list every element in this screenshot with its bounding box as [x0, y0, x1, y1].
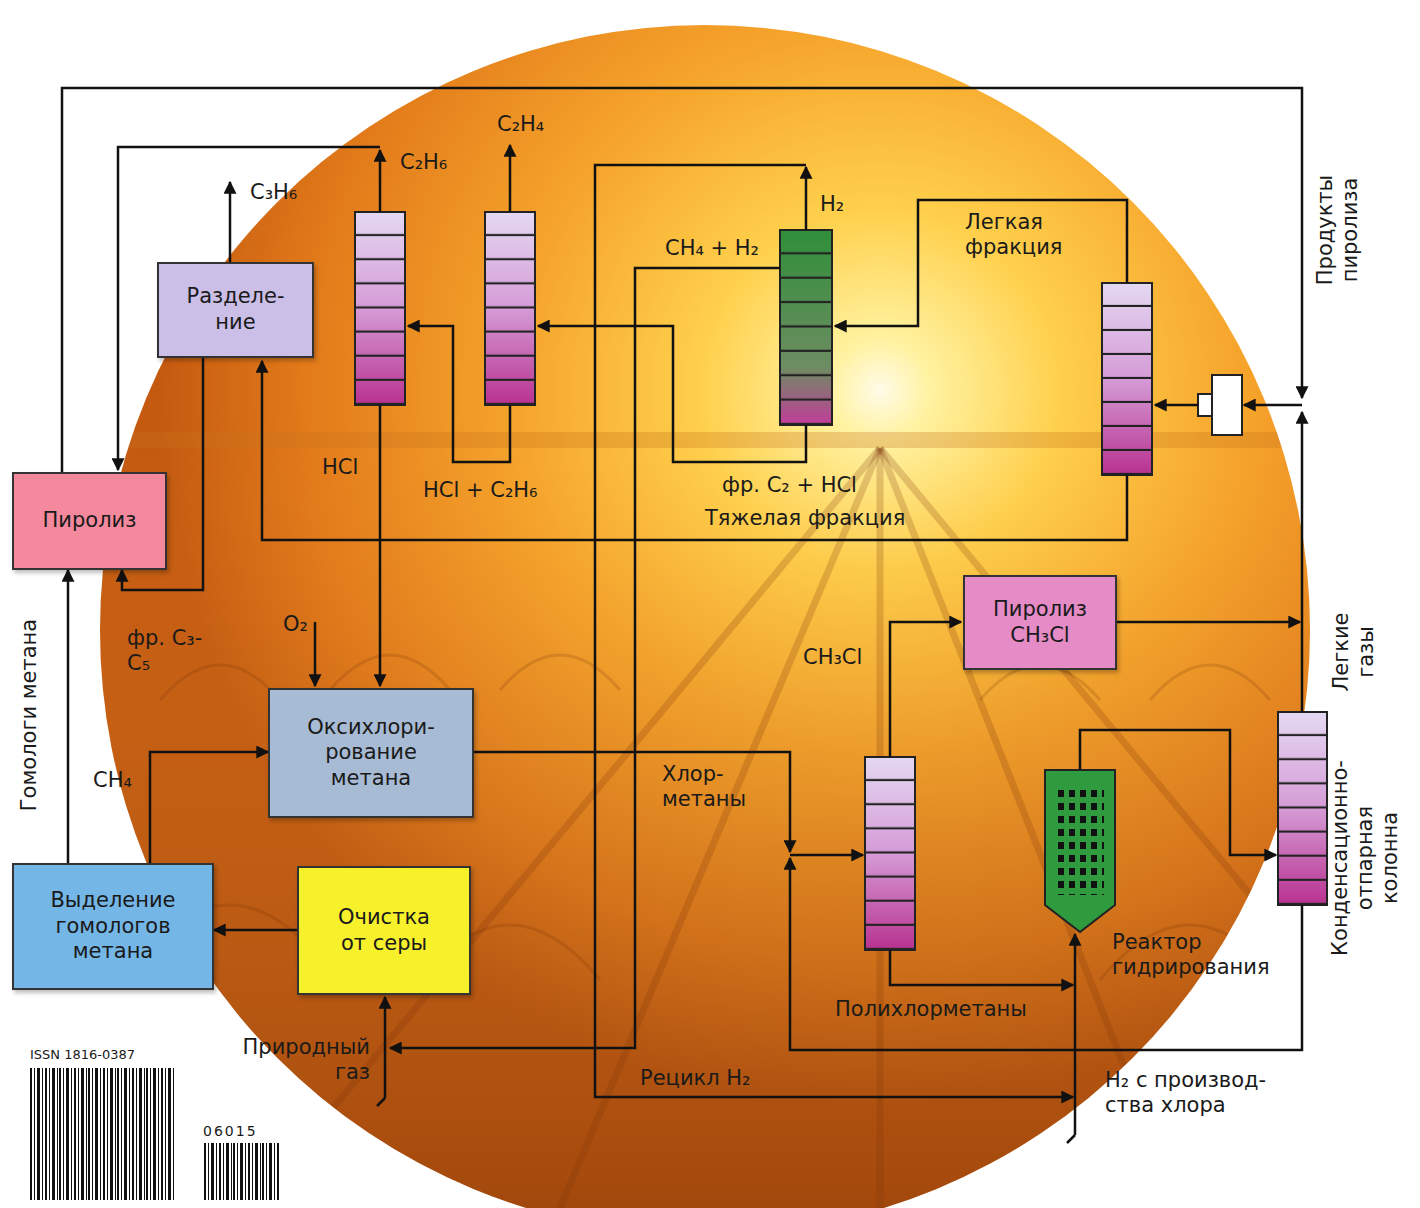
stream-label: C₂H₄ — [497, 112, 544, 137]
flow-line — [314, 622, 317, 686]
stream-label: C₂H₆ — [400, 150, 447, 175]
process-box: Оксихлори- рование метана — [268, 688, 474, 818]
stream-label: Конденсационно- отпарная колонна — [1328, 760, 1404, 956]
flow-line — [1244, 404, 1302, 407]
connector-label: Гомологи метана — [17, 619, 42, 811]
flow-line — [509, 145, 512, 212]
process-box: Пиролиз — [12, 472, 167, 570]
stream-label: Легкие газы — [1329, 613, 1379, 692]
stream-label: Тяжелая фракция — [705, 506, 905, 531]
pipe — [250, 448, 880, 1208]
column-trays — [780, 230, 832, 425]
flow-line — [118, 147, 380, 470]
stream-label: Легкая фракция — [965, 210, 1095, 260]
connector-label: фр. C₃-C₅ — [127, 626, 207, 676]
flow-line — [62, 88, 1302, 472]
flow-line — [805, 167, 808, 230]
flow-line — [1067, 1135, 1075, 1143]
column-trays — [355, 212, 405, 405]
box-label: Разделе- ние — [181, 284, 291, 335]
stream-label: C₃H₆ — [250, 180, 297, 205]
stream-label: Рецикл H₂ — [640, 1066, 751, 1091]
box-label: Выделение гомологов метана — [26, 888, 201, 965]
flow-connector — [150, 752, 268, 863]
stream-label: Реактор гидрирования — [1112, 930, 1302, 980]
flow-line — [790, 858, 1302, 1050]
flow-line — [790, 854, 863, 857]
flow-connector — [214, 929, 297, 932]
stream-label: HCl — [322, 455, 358, 480]
distillation-column — [780, 230, 832, 425]
stream-label: CH₃Cl — [803, 645, 862, 670]
flow-line — [1080, 730, 1276, 855]
flow-connector — [67, 570, 70, 863]
flow-line — [377, 1098, 385, 1106]
flow-line — [379, 405, 382, 686]
box-label: Пиролиз — [43, 508, 137, 534]
stream-label: HCl + C₂H₆ — [423, 478, 538, 503]
flow-line — [538, 326, 806, 462]
box-label: Пиролиз CH₃Cl — [975, 597, 1105, 648]
column-trays — [1278, 712, 1327, 905]
stream-label: H₂ — [820, 192, 844, 217]
stream-label: H₂ с производ- ства хлора — [1105, 1068, 1295, 1118]
stream-label: фр. C₂ + HCl — [722, 473, 857, 498]
flow-line — [384, 997, 387, 1098]
stream-label: ISSN 1816-0387 — [30, 1047, 135, 1063]
stream-label: CH₄ + H₂ — [665, 236, 759, 261]
box-label: Очистка от серы — [329, 905, 439, 956]
distillation-column — [1102, 283, 1152, 475]
flow-line — [408, 326, 510, 462]
distillation-column — [485, 212, 535, 405]
flow-line — [835, 200, 1127, 326]
flow-lines — [62, 88, 1302, 1143]
column-trays — [485, 212, 535, 405]
flow-line — [1074, 934, 1077, 1135]
column-trays — [1102, 283, 1152, 475]
reactor-packing — [1058, 790, 1104, 895]
stream-label: O₂ — [283, 612, 308, 637]
flow-line — [229, 182, 232, 262]
pipe — [560, 448, 880, 1208]
flow-line — [890, 950, 1073, 985]
distillation-column — [355, 212, 405, 405]
compressor-symbol — [1212, 375, 1242, 435]
stream-label: 06015 — [203, 1123, 258, 1140]
distillation-column — [865, 757, 915, 950]
connector-label: CH₄ — [93, 768, 132, 793]
columns — [355, 212, 1327, 950]
column-trays — [865, 757, 915, 950]
barcode — [30, 1068, 280, 1200]
flow-line — [262, 361, 1127, 540]
flow-line — [1155, 404, 1198, 407]
process-box: Выделение гомологов метана — [12, 863, 214, 990]
compressor-symbol — [1198, 394, 1212, 416]
flow-line — [379, 150, 382, 212]
process-box: Разделе- ние — [157, 262, 314, 358]
process-box: Очистка от серы — [297, 866, 471, 995]
pipes — [250, 448, 1420, 1208]
distillation-column — [1278, 712, 1327, 905]
flow-line — [890, 622, 961, 757]
ground — [0, 440, 1420, 1208]
flow-line — [1117, 621, 1300, 624]
process-box: Пиролиз CH₃Cl — [963, 575, 1117, 670]
stream-label: Хлор- метаны — [662, 762, 752, 812]
flow-line — [474, 752, 790, 852]
barcode-bars — [30, 1068, 175, 1200]
flow-line — [1301, 412, 1304, 712]
reactor-vessel — [1045, 770, 1115, 932]
stream-label: Полихлорметаны — [835, 997, 1027, 1022]
background-globe — [0, 25, 1420, 1208]
stream-label: Продукты пиролиза — [1313, 175, 1363, 285]
stream-label: Природный газ — [220, 1035, 370, 1085]
horizon — [0, 432, 1420, 448]
barcode-bars — [203, 1143, 280, 1200]
box-label: Оксихлори- рование метана — [296, 715, 446, 792]
